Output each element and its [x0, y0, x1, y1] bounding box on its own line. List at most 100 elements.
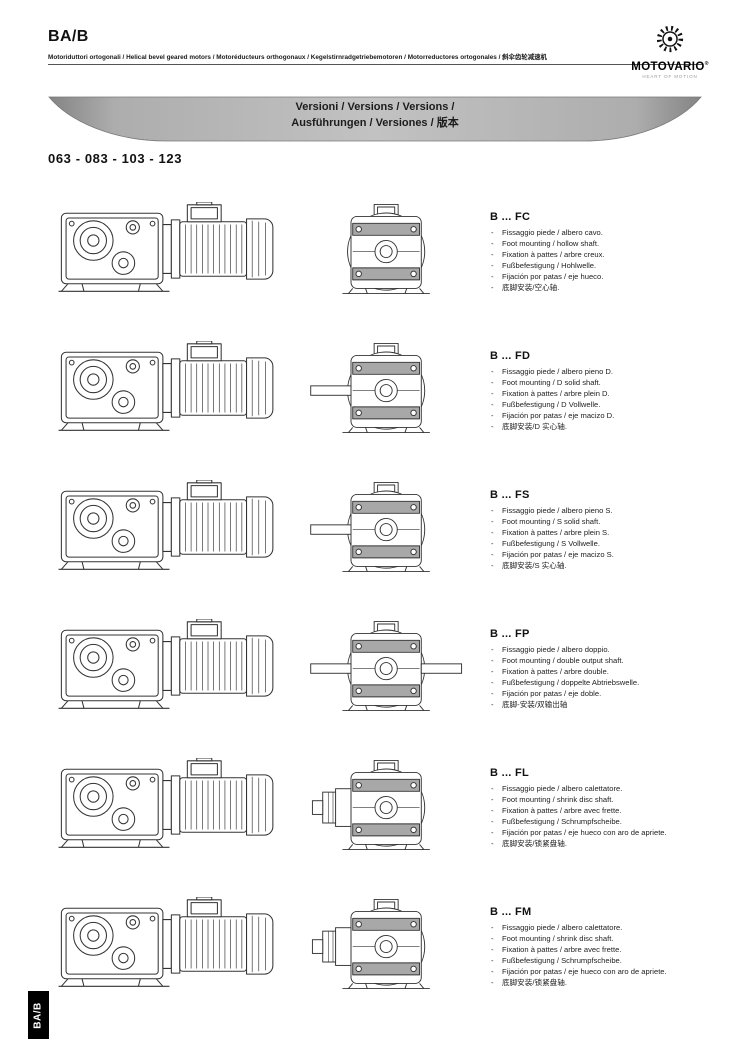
geared-motor-side-view: [58, 618, 274, 709]
version-line: Fissaggio piede / albero cavo.: [490, 227, 726, 238]
geared-motor-front-view: [310, 620, 463, 712]
side-view-drawing: [58, 757, 280, 857]
version-line: Foot mounting / shrink disc shaft.: [490, 794, 726, 805]
version-line: Fixation à pattes / arbre plein S.: [490, 527, 726, 538]
versions-banner: [48, 96, 702, 142]
version-description: B ... FP Fissaggio piede / albero doppio…: [490, 628, 726, 710]
geared-motor-front-view: [341, 203, 431, 295]
front-view-drawing: [308, 479, 466, 580]
side-view-drawing: [58, 201, 280, 301]
output-shaft-right: [420, 663, 463, 674]
side-view-drawing: [58, 896, 280, 996]
version-line: Fußbefestigung / Schrumpfscheibe.: [490, 816, 726, 827]
front-view-drawing: [308, 340, 466, 441]
version-line: Fijación por patas / eje hueco con aro d…: [490, 966, 726, 977]
version-row-fd: B ... FD Fissaggio piede / albero pieno …: [0, 321, 750, 460]
version-line: Fijación por patas / eje hueco con aro d…: [490, 827, 726, 838]
version-row-fs: B ... FS Fissaggio piede / albero pieno …: [0, 460, 750, 599]
geared-motor-front-view: [311, 898, 431, 990]
version-line: 底脚安装/锁紧盘轴.: [490, 977, 726, 988]
shrink-disc: [311, 788, 352, 827]
front-view-drawing: [308, 618, 466, 719]
version-title: B ... FS: [490, 488, 530, 501]
version-line: Fußbefestigung / D Vollwelle.: [490, 399, 726, 410]
output-shaft-left: [310, 524, 352, 535]
version-line: Fußbefestigung / Schrumpfscheibe.: [490, 955, 726, 966]
front-view-drawing: [308, 201, 466, 302]
version-description-list: Fissaggio piede / albero calettatore. Fo…: [490, 783, 726, 849]
side-tab-label: BA/B: [33, 1001, 45, 1029]
version-line: 底脚安装/S 实心轴.: [490, 560, 726, 571]
motovario-logo: MOTOVARIO® HEART OF MOTION: [622, 24, 718, 79]
geared-motor-side-view: [58, 896, 274, 987]
version-description: B ... FL Fissaggio piede / albero calett…: [490, 767, 726, 849]
geared-motor-front-view: [311, 759, 431, 851]
version-line: Fissaggio piede / albero calettatore.: [490, 922, 726, 933]
version-title: B ... FD: [490, 349, 531, 362]
page-subtitle: Motoriduttori ortogonali / Helical bevel…: [48, 54, 547, 61]
side-view-drawing: [58, 479, 280, 579]
version-line: Fixation à pattes / arbre plein D.: [490, 388, 726, 399]
version-description-list: Fissaggio piede / albero pieno S. Foot m…: [490, 505, 726, 571]
version-description: B ... FD Fissaggio piede / albero pieno …: [490, 350, 726, 432]
version-title: B ... FC: [490, 210, 531, 223]
version-row-fc: B ... FC Fissaggio piede / albero cavo. …: [0, 182, 750, 321]
version-row-fl: B ... FL Fissaggio piede / albero calett…: [0, 738, 750, 877]
version-line: 底脚安装/锁紧盘轴.: [490, 838, 726, 849]
geared-motor-side-view: [58, 340, 274, 431]
version-description-list: Fissaggio piede / albero calettatore. Fo…: [490, 922, 726, 988]
version-line: 底脚-安装/双输出轴: [490, 699, 726, 710]
version-line: Fissaggio piede / albero pieno S.: [490, 505, 726, 516]
output-shaft-left: [310, 385, 352, 396]
version-description: B ... FS Fissaggio piede / albero pieno …: [490, 489, 726, 571]
shrink-disc: [311, 927, 352, 966]
output-shaft-left: [310, 663, 352, 674]
version-title: B ... FM: [490, 905, 532, 918]
version-line: Fijación por patas / eje doble.: [490, 688, 726, 699]
version-description-list: Fissaggio piede / albero cavo. Foot moun…: [490, 227, 726, 293]
version-line: Foot mounting / double output shaft.: [490, 655, 726, 666]
banner-line-2: Ausführungen / Versiones / 版本: [291, 117, 459, 129]
version-line: Foot mounting / S solid shaft.: [490, 516, 726, 527]
version-line: Fissaggio piede / albero pieno D.: [490, 366, 726, 377]
version-description-list: Fissaggio piede / albero pieno D. Foot m…: [490, 366, 726, 432]
version-line: Fissaggio piede / albero doppio.: [490, 644, 726, 655]
side-view-drawing: [58, 618, 280, 718]
side-view-drawing: [58, 340, 280, 440]
version-line: Fissaggio piede / albero calettatore.: [490, 783, 726, 794]
version-line: Foot mounting / shrink disc shaft.: [490, 933, 726, 944]
version-row-fm: B ... FM Fissaggio piede / albero calett…: [0, 877, 750, 1016]
version-line: Fußbefestigung / doppelte Abtriebswelle.: [490, 677, 726, 688]
version-line: Fußbefestigung / Hohlwelle.: [490, 260, 726, 271]
version-rows: B ... FC Fissaggio piede / albero cavo. …: [0, 182, 750, 1016]
version-line: Fixation à pattes / arbre double.: [490, 666, 726, 677]
page-side-tab: BA/B: [28, 991, 49, 1039]
version-line: Foot mounting / hollow shaft.: [490, 238, 726, 249]
geared-motor-side-view: [58, 479, 274, 570]
version-line: Foot mounting / D solid shaft.: [490, 377, 726, 388]
front-view-drawing: [308, 896, 466, 997]
version-line: Fixation à pattes / arbre creux.: [490, 249, 726, 260]
version-line: 底脚安装/D 实心轴.: [490, 421, 726, 432]
geared-motor-side-view: [58, 201, 274, 292]
version-line: Fijación por patas / eje macizo S.: [490, 549, 726, 560]
header-rule: [48, 64, 702, 65]
size-codes: 063 - 083 - 103 - 123: [48, 151, 183, 166]
version-description: B ... FC Fissaggio piede / albero cavo. …: [490, 211, 726, 293]
banner-line-1: Versioni / Versions / Versions /: [295, 101, 455, 113]
geared-motor-front-view: [310, 342, 431, 434]
version-line: Fixation à pattes / arbre avec frette.: [490, 805, 726, 816]
version-description: B ... FM Fissaggio piede / albero calett…: [490, 906, 726, 988]
version-line: Fijación por patas / eje hueco.: [490, 271, 726, 282]
version-line: Fijación por patas / eje macizo D.: [490, 410, 726, 421]
geared-motor-side-view: [58, 757, 274, 848]
version-line: Fußbefestigung / S Vollwelle.: [490, 538, 726, 549]
geared-motor-front-view: [310, 481, 431, 573]
version-line: 底脚安装/空心轴.: [490, 282, 726, 293]
version-row-fp: B ... FP Fissaggio piede / albero doppio…: [0, 599, 750, 738]
version-title: B ... FP: [490, 627, 530, 640]
version-line: Fixation à pattes / arbre avec frette.: [490, 944, 726, 955]
version-title: B ... FL: [490, 766, 530, 779]
front-view-drawing: [308, 757, 466, 858]
